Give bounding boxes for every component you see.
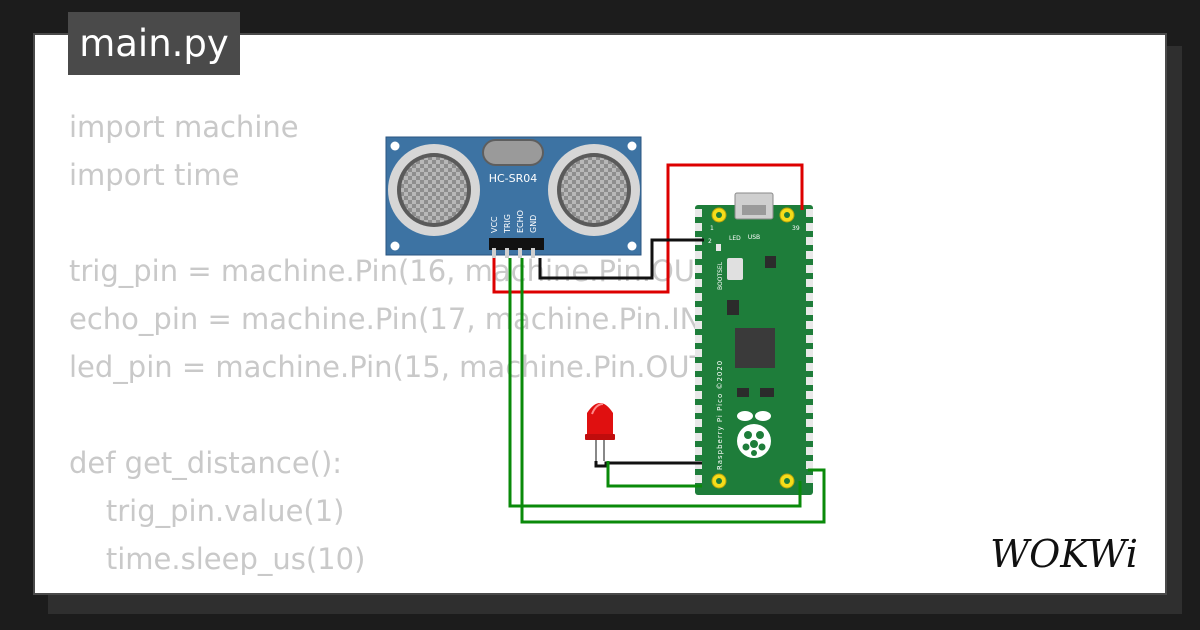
pico-pin: [806, 349, 813, 357]
pico-pin: [806, 419, 813, 427]
pico-pin: [695, 405, 702, 413]
sensor-pin-label: TRIG: [503, 214, 512, 234]
rp2040-chip: [735, 328, 775, 368]
pico-pin: [695, 209, 702, 217]
pico-pin: [695, 419, 702, 427]
pico-pin: [806, 335, 813, 343]
sensor-label: HC-SR04: [489, 172, 538, 185]
code-listing: import machine import time trig_pin = ma…: [69, 103, 725, 593]
pico-pin: [806, 321, 813, 329]
pico-pin: [806, 433, 813, 441]
pico-pin: [806, 363, 813, 371]
pin-39-label: 39: [792, 225, 800, 232]
pico-pin: [695, 447, 702, 455]
pico-pin: [695, 377, 702, 385]
pico-pin: [806, 251, 813, 259]
sensor-pin-label: GND: [529, 215, 538, 233]
code-line: trig_pin = machine.Pin(16, machine.Pin.O…: [69, 254, 725, 288]
pico-pin: [695, 293, 702, 301]
sensor-pin-label: ECHO: [516, 210, 525, 233]
raspberry-logo-icon: [737, 411, 771, 458]
usb-label: USB: [748, 234, 760, 241]
pico-pin: [695, 391, 702, 399]
file-tab[interactable]: main.py: [68, 12, 240, 75]
wires: [492, 163, 826, 524]
pico-pin: [695, 251, 702, 259]
wire-green: [508, 258, 802, 508]
led-label: LED: [729, 235, 741, 242]
pico-pin: [806, 265, 813, 273]
code-line: time.sleep_us(10): [69, 542, 366, 576]
red-led[interactable]: [585, 403, 615, 461]
board-silkscreen: Raspberry Pi Pico ©2020: [716, 360, 724, 470]
pico-pin: [806, 279, 813, 287]
pico-pin: [806, 307, 813, 315]
wokwi-logo: WOKWi: [990, 532, 1138, 576]
pin-one-label: 1: [710, 225, 714, 232]
pico-pin: [695, 223, 702, 231]
pico-pin: [806, 293, 813, 301]
code-line: import time: [69, 158, 240, 192]
sensor-pin-label: VCC: [490, 216, 499, 233]
raspberry-pi-pico[interactable]: USB 1 2 39 LED BOOTSEL Raspberry Pi Pico…: [695, 192, 813, 495]
pico-pin: [695, 433, 702, 441]
code-line: import machine: [69, 110, 299, 144]
pico-pin: [806, 405, 813, 413]
pico-pin: [806, 209, 813, 217]
ultrasonic-sensor[interactable]: HC-SR04 VCC TRIG ECHO GND: [385, 136, 642, 258]
wire-black: [538, 238, 704, 280]
pico-pin: [695, 461, 702, 469]
pico-pin: [695, 321, 702, 329]
pico-pin: [806, 377, 813, 385]
bootsel-button[interactable]: [727, 258, 743, 280]
pin-two-label: 2: [708, 238, 712, 245]
pico-pin: [695, 279, 702, 287]
pico-pin: [695, 307, 702, 315]
pico-pin: [806, 223, 813, 231]
wire-green: [520, 258, 826, 524]
code-card: import machine import time trig_pin = ma…: [33, 33, 1167, 595]
code-line: def get_distance():: [69, 446, 343, 480]
bootsel-label: BOOTSEL: [717, 261, 724, 290]
pico-pin: [806, 237, 813, 245]
code-line: trig_pin.value(0): [69, 583, 724, 593]
pico-pin: [806, 447, 813, 455]
wire-green: [606, 461, 702, 488]
pico-pin: [695, 475, 702, 483]
pico-pin-row: [695, 209, 813, 483]
wire-red: [492, 163, 804, 294]
pico-pin: [695, 335, 702, 343]
code-line: trig_pin.value(1): [69, 494, 345, 528]
pico-pin: [806, 475, 813, 483]
pico-pin: [806, 461, 813, 469]
pico-pin: [695, 349, 702, 357]
pico-pin: [695, 363, 702, 371]
pico-pin: [806, 391, 813, 399]
code-line: led_pin = machine.Pin(15, machine.Pin.OU…: [69, 350, 719, 384]
pico-pin: [695, 265, 702, 273]
wire-black: [594, 461, 702, 468]
wokwi-wordmark: WOKWi: [990, 532, 1138, 576]
